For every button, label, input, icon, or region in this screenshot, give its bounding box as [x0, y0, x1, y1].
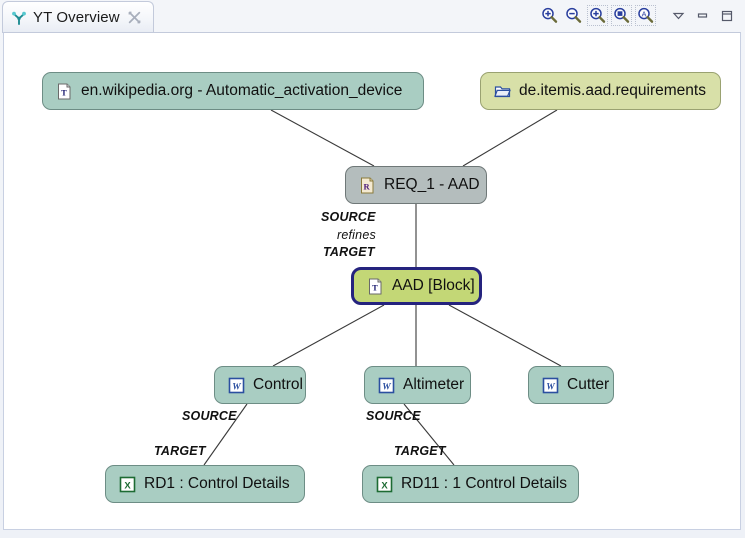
edge-label-req1-target: TARGET	[323, 245, 375, 259]
svg-text:W: W	[546, 382, 555, 392]
node-cutter[interactable]: W Cutter	[528, 366, 614, 404]
node-rd1-control-details[interactable]: X RD1 : Control Details	[105, 465, 305, 503]
edge-label-altimeter-target: TARGET	[394, 444, 446, 458]
view-header: YT Overview	[0, 0, 745, 33]
tab-label: YT Overview	[33, 9, 120, 26]
svg-text:T: T	[61, 87, 67, 97]
node-label: Altimeter	[403, 376, 465, 394]
edge-label-altimeter-source: SOURCE	[366, 409, 421, 423]
node-label: de.itemis.aad.requirements	[519, 82, 706, 100]
edge-altimeter-to-rd11[interactable]	[403, 403, 455, 466]
node-de-itemis-aad-requirements[interactable]: de.itemis.aad.requirements	[480, 72, 721, 110]
svg-text:W: W	[382, 382, 391, 392]
excel-document-icon: X	[119, 476, 136, 493]
view-menu-button[interactable]	[668, 5, 689, 26]
word-document-icon: W	[378, 377, 395, 394]
edge-requirements-to-req1[interactable]	[462, 109, 558, 167]
node-req-1-aad[interactable]: R REQ_1 - AAD	[345, 166, 487, 204]
zoom-in-button[interactable]	[539, 5, 560, 26]
minimize-button[interactable]	[692, 5, 713, 26]
node-label: Control	[253, 376, 303, 394]
edge-label-req1-refines: refines	[337, 228, 376, 242]
edge-control-to-rd1[interactable]	[203, 403, 248, 466]
zoom-selection-button[interactable]	[587, 5, 608, 26]
yt-branch-icon	[11, 10, 27, 26]
svg-text:W: W	[232, 382, 241, 392]
requirement-document-icon: R	[359, 177, 376, 194]
view-toolbar: A	[539, 5, 737, 26]
graph-edges	[203, 109, 562, 466]
svg-text:R: R	[364, 181, 371, 191]
text-document-icon: T	[56, 83, 73, 100]
maximize-button[interactable]	[716, 5, 737, 26]
word-document-icon: W	[228, 377, 245, 394]
node-label: Cutter	[567, 376, 610, 394]
close-icon[interactable]	[126, 11, 141, 24]
tab-yt-overview[interactable]: YT Overview	[2, 1, 154, 33]
svg-text:A: A	[642, 10, 647, 19]
zoom-actual-button[interactable]	[611, 5, 632, 26]
edge-wikipedia-to-req1[interactable]	[270, 109, 375, 167]
edge-aad-to-control[interactable]	[272, 304, 385, 367]
node-label: RD1 : Control Details	[144, 475, 290, 493]
text-document-icon: T	[367, 278, 384, 295]
node-altimeter[interactable]: W Altimeter	[364, 366, 471, 404]
edge-label-control-source: SOURCE	[182, 409, 237, 423]
folder-icon	[494, 83, 511, 100]
node-label: en.wikipedia.org - Automatic_activation_…	[81, 82, 403, 100]
svg-text:X: X	[124, 480, 131, 491]
svg-text:X: X	[381, 480, 388, 491]
excel-document-icon: X	[376, 476, 393, 493]
node-aad-block[interactable]: T AAD [Block]	[351, 267, 482, 305]
node-label: REQ_1 - AAD	[384, 176, 480, 194]
zoom-out-button[interactable]	[563, 5, 584, 26]
node-label: RD11 : 1 Control Details	[401, 475, 567, 493]
zoom-fit-all-button[interactable]: A	[635, 5, 656, 26]
svg-text:T: T	[372, 282, 378, 292]
node-rd11-1-control-details[interactable]: X RD11 : 1 Control Details	[362, 465, 579, 503]
node-label: AAD [Block]	[392, 277, 475, 295]
node-control[interactable]: W Control	[214, 366, 306, 404]
word-document-icon: W	[542, 377, 559, 394]
edge-label-control-target: TARGET	[154, 444, 206, 458]
edge-aad-to-cutter[interactable]	[448, 304, 562, 367]
edge-label-req1-source: SOURCE	[321, 210, 376, 224]
